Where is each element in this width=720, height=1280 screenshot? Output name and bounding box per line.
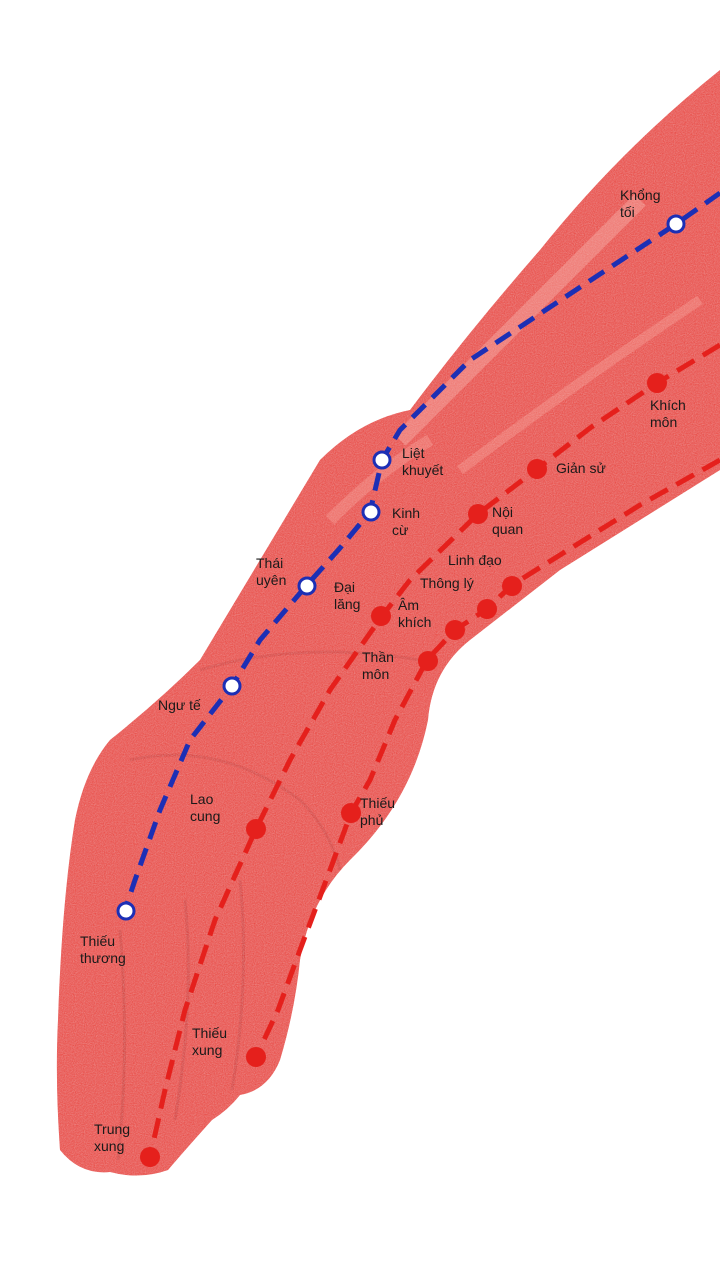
label-line: Thiếu: [192, 1025, 227, 1041]
acupoint-lao-cung-marker: [246, 819, 266, 839]
label-line: xung: [192, 1042, 222, 1058]
label-line: Đại: [334, 579, 355, 595]
label-line: Âm: [398, 597, 419, 613]
finger-crease-1: [116, 929, 127, 1161]
acupoint-khong-toi-marker: [666, 214, 686, 234]
acupoint-dai-lang-marker: [371, 606, 391, 626]
acupoint-thong-ly-marker: [477, 599, 497, 619]
label-line: cừ: [392, 522, 408, 538]
label-ngu-te: Ngư tế: [158, 697, 201, 713]
label-line: Lao: [190, 791, 214, 807]
muscle-highlight-2: [457, 295, 703, 475]
label-line: Liệt: [402, 445, 425, 461]
label-line: thương: [80, 950, 126, 966]
acupoint-liet-khuyet-marker: [372, 450, 392, 470]
acupoint-ngu-te-marker: [222, 676, 242, 696]
acupoint-gian-su-marker: [527, 459, 547, 479]
acupoint-khich-mon-marker: [647, 373, 667, 393]
acupoint-am-khich-marker: [445, 620, 465, 640]
label-line: cung: [190, 808, 220, 824]
label-gian-su: Giản sử: [556, 460, 606, 476]
acupoint-linh-dao-marker: [502, 576, 522, 596]
finger-crease-3: [230, 879, 246, 1091]
label-line: lăng: [334, 596, 360, 612]
label-line: Trung: [94, 1121, 130, 1137]
label-line: Thông lý: [420, 575, 474, 591]
acupoint-trung-xung-marker: [140, 1147, 160, 1167]
label-line: môn: [362, 666, 389, 682]
acupoint-thieu-xung-marker: [246, 1047, 266, 1067]
label-line: Ngư tế: [158, 697, 201, 713]
acupoint-thai-uyen-marker: [297, 576, 317, 596]
label-line: Thiếu: [360, 795, 395, 811]
label-line: Thiếu: [80, 933, 115, 949]
label-line: uyên: [256, 572, 286, 588]
label-line: Linh đạo: [448, 552, 502, 568]
label-line: môn: [650, 414, 677, 430]
acupoint-thieu-phu-marker: [341, 803, 361, 823]
forearm-and-hand-shape: [56, 70, 720, 1176]
label-line: Khổng: [620, 187, 660, 203]
label-line: Khích: [650, 397, 686, 413]
pericardium-meridian-line: [147, 342, 720, 1158]
label-line: phủ: [360, 812, 383, 828]
label-line: quan: [492, 521, 523, 537]
acupoint-noi-quan-marker: [468, 504, 488, 524]
label-line: khuyết: [402, 462, 443, 478]
label-line: khích: [398, 614, 431, 630]
label-line: xung: [94, 1138, 124, 1154]
wrist-crease: [199, 650, 421, 672]
label-line: Giản sử: [556, 460, 606, 476]
palm-crease: [129, 753, 342, 871]
acupoint-markers: [116, 214, 686, 1167]
label-line: Kinh: [392, 505, 420, 521]
acupoint-thieu-thuong-marker: [116, 901, 136, 921]
label-thong-ly: Thông lý: [420, 575, 474, 591]
label-line: Nội: [492, 504, 513, 520]
arm-silhouette: [56, 70, 720, 1176]
label-linh-dao: Linh đạo: [448, 552, 502, 568]
heart-meridian-line: [253, 457, 720, 1059]
acupoint-kinh-cu-marker: [361, 502, 381, 522]
label-line: tối: [620, 204, 635, 220]
label-line: Thần: [362, 649, 394, 665]
acupoint-than-mon-marker: [418, 651, 438, 671]
label-line: Thái: [256, 555, 283, 571]
muscle-highlight-1: [394, 194, 646, 446]
lung-meridian-line: [122, 190, 720, 911]
meridian-lines: [122, 190, 720, 1158]
